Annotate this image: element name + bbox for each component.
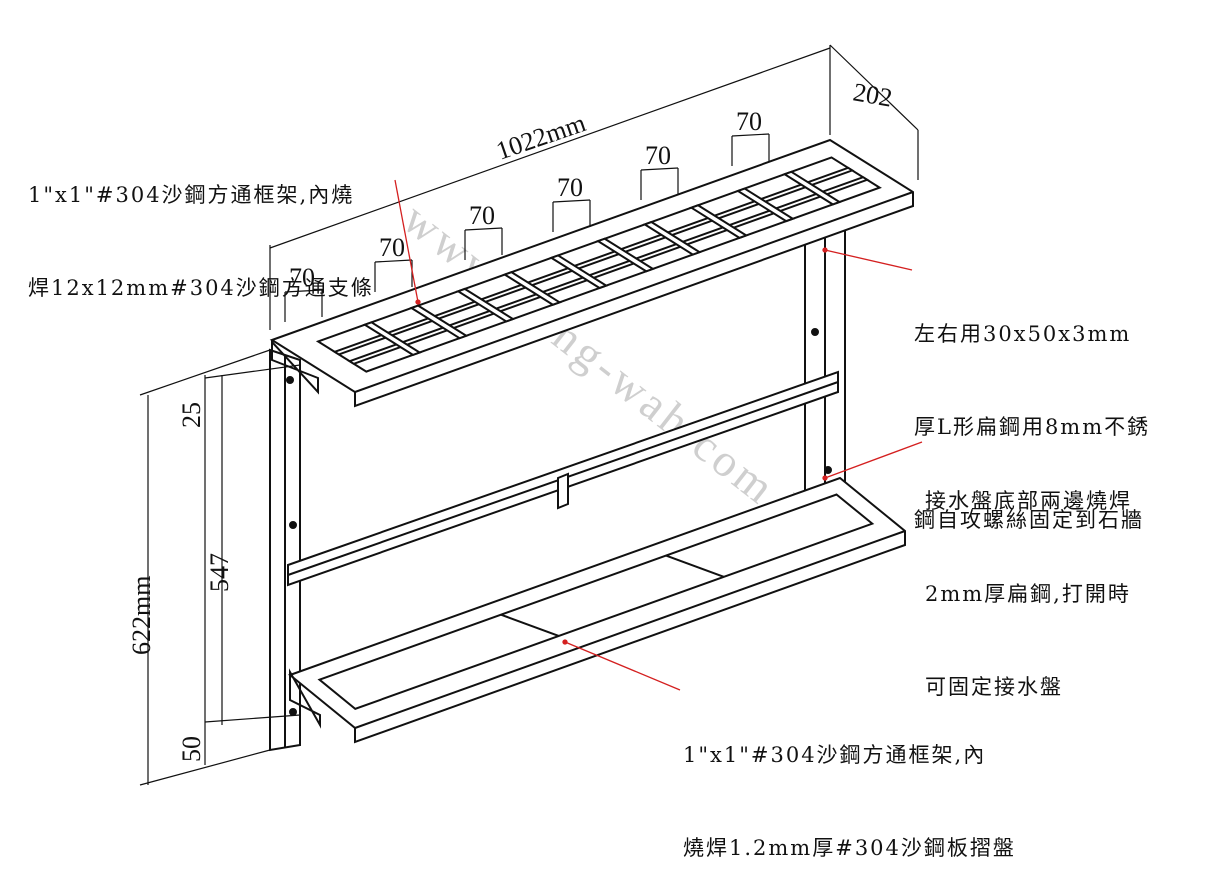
tray-divider xyxy=(665,554,725,578)
note-line: 1"x1"#304沙鋼方通框架,內燒 xyxy=(28,183,355,207)
ext xyxy=(139,349,271,396)
leader-side-bracket xyxy=(824,249,913,271)
note-line: 2mm厚扁鋼,打開時 xyxy=(925,582,1131,606)
grid-rail xyxy=(332,166,855,356)
arrowhead-icon xyxy=(822,475,828,481)
arrowhead-icon xyxy=(562,639,568,645)
leader-bottom-frame xyxy=(564,641,681,691)
ext xyxy=(139,749,271,786)
note-line: 厚L形扁鋼用8mm不銹 xyxy=(914,415,1151,439)
bottom-bracket-arm xyxy=(289,668,321,729)
dim-top-offset: 25 xyxy=(177,402,206,428)
grid-crossbar xyxy=(549,254,609,290)
tray-divider xyxy=(500,613,560,637)
top-bracket-arm xyxy=(271,339,319,395)
note-line: 左右用30x50x3mm xyxy=(914,322,1132,346)
grid-crossbar xyxy=(642,220,702,256)
screw-icon xyxy=(289,708,297,716)
grid-crossbar xyxy=(502,271,562,306)
slot-dimensions: 70 70 70 70 70 70 xyxy=(289,107,762,292)
note-line: 接水盤底部兩邊燒焊 xyxy=(925,489,1132,513)
grid-crossbar xyxy=(782,170,842,206)
arrowhead-icon xyxy=(415,299,421,305)
tray-latch xyxy=(557,472,569,510)
grid-crossbar xyxy=(735,187,796,223)
slot-label: 70 xyxy=(379,233,405,262)
note-line: 可固定接水盤 xyxy=(925,675,1063,699)
grid-rail xyxy=(347,176,870,365)
dimension-lines xyxy=(139,44,919,786)
shelf-front-edge xyxy=(354,191,914,393)
ext xyxy=(204,714,301,723)
slot-dim-line xyxy=(374,259,413,263)
slot-label: 70 xyxy=(469,201,495,230)
slot-label: 70 xyxy=(736,107,762,136)
note-line: 鋼自攻螺絲固定到石牆 xyxy=(914,508,1144,532)
grid-crossbar xyxy=(595,237,656,273)
dim-height-inner: 547 xyxy=(205,553,234,592)
note-line: 焊12x12mm#304沙鋼方通支條 xyxy=(28,276,374,300)
screw-icon xyxy=(811,328,819,336)
slot-dim-line xyxy=(284,289,323,293)
note-side-bracket: 左右用30x50x3mm 厚L形扁鋼用8mm不銹 鋼自攻螺絲固定到石牆 xyxy=(914,257,1150,567)
leader-lines xyxy=(394,179,923,691)
tray-front-edge xyxy=(354,530,906,729)
grid-crossbar xyxy=(455,287,516,323)
leader-top-frame xyxy=(394,179,419,303)
grid-crossbar xyxy=(362,321,422,356)
dim-depth: 202 xyxy=(851,77,894,112)
slot-label: 70 xyxy=(645,141,671,170)
slot-dim-line xyxy=(640,167,679,171)
slot-label: 70 xyxy=(557,173,583,202)
dim-depth-line xyxy=(829,44,919,131)
screw-icon xyxy=(824,466,832,474)
dim-length-line xyxy=(269,47,831,249)
slot-label: 70 xyxy=(289,263,315,292)
note-tray-weld: 接水盤底部兩邊燒焊 2mm厚扁鋼,打開時 可固定接水盤 xyxy=(925,424,1132,734)
note-bottom-frame: 1"x1"#304沙鋼方通框架,內 燒焊1.2mm厚#304沙鋼板摺盤 xyxy=(683,678,1016,895)
dim-height-total: 622mm xyxy=(127,576,156,655)
grid-crossbar xyxy=(409,304,469,340)
arrowhead-icon xyxy=(822,247,828,253)
screw-icon xyxy=(286,376,294,384)
note-line: 燒焊1.2mm厚#304沙鋼板摺盤 xyxy=(683,836,1016,860)
leader-tray-weld xyxy=(824,441,923,479)
ext xyxy=(204,364,301,379)
rack-structure xyxy=(269,138,914,752)
screw-icon xyxy=(289,521,297,529)
dim-length: 1022mm xyxy=(493,108,590,166)
slot-dim-line xyxy=(552,199,591,203)
dim-bottom-offset: 50 xyxy=(177,736,206,762)
slot-dim-line xyxy=(464,227,503,231)
note-top-frame: 1"x1"#304沙鋼方通框架,內燒 焊12x12mm#304沙鋼方通支條 xyxy=(28,118,374,335)
slot-dim-line xyxy=(731,133,770,137)
tray-pan xyxy=(317,493,875,710)
note-line: 1"x1"#304沙鋼方通框架,內 xyxy=(683,743,987,767)
grid-crossbar xyxy=(689,204,749,239)
